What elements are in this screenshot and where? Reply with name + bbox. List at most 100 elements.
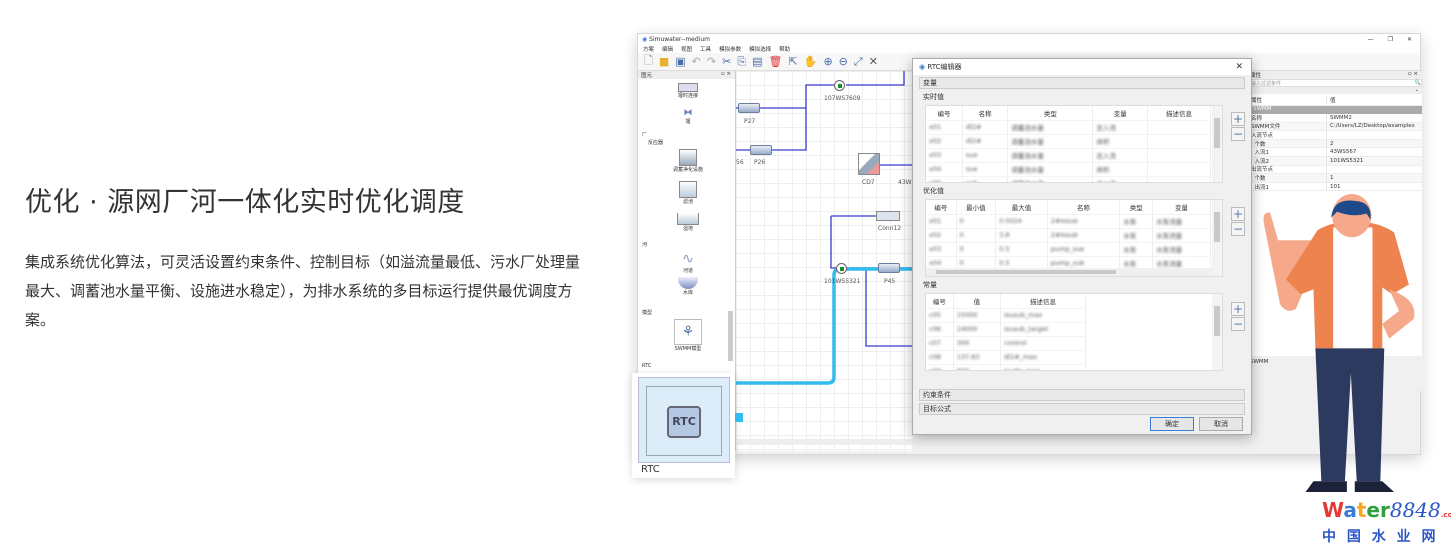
panel-scrollbar[interactable] bbox=[728, 311, 733, 361]
ok-button[interactable]: 确定 bbox=[1150, 417, 1194, 431]
element-item[interactable]: 湿地 bbox=[658, 213, 718, 232]
table-scrollbar[interactable] bbox=[1212, 294, 1222, 370]
table-h-scrollbar[interactable] bbox=[926, 268, 1214, 276]
new-file-icon[interactable]: 🗋 bbox=[644, 54, 653, 67]
model-canvas[interactable]: 107WS7609 P27 P26 56 CD7 43W Conn12 101W… bbox=[736, 71, 912, 451]
panel-pin-close-icon[interactable]: ▫ × bbox=[720, 71, 731, 77]
property-row[interactable]: 入流节点 bbox=[1247, 130, 1422, 140]
group-plant[interactable]: 厂 bbox=[642, 132, 648, 138]
pipe-element[interactable] bbox=[878, 263, 900, 273]
open-folder-icon[interactable]: ■ bbox=[658, 55, 670, 68]
settings-tools-icon[interactable]: ✕ bbox=[868, 55, 878, 68]
group-rtc[interactable]: RTC bbox=[642, 363, 652, 369]
element-label: CD7 bbox=[862, 179, 875, 186]
junction-node[interactable] bbox=[836, 263, 847, 274]
zoom-in-icon[interactable]: ⊕ bbox=[823, 55, 833, 68]
table-row[interactable]: c09800isudis_max bbox=[926, 363, 1086, 370]
table-cell: 0 bbox=[956, 227, 997, 242]
table-row[interactable]: x05sub调蓄池水量总入流 bbox=[926, 175, 1211, 182]
maximize-button[interactable]: ❐ bbox=[1387, 35, 1393, 43]
element-item[interactable]: 调蓄净化设施 bbox=[658, 149, 718, 173]
outlet-element[interactable] bbox=[858, 153, 880, 175]
minimize-button[interactable]: — bbox=[1367, 35, 1374, 43]
remove-realtime-button[interactable]: − bbox=[1231, 127, 1245, 141]
property-value: 2 bbox=[1330, 140, 1334, 147]
paste-icon[interactable]: ▤ bbox=[752, 55, 763, 68]
menu-tools[interactable]: 工具 bbox=[700, 46, 712, 53]
menu-view[interactable]: 视图 bbox=[681, 46, 693, 53]
category-dropdown[interactable]: ⌄ bbox=[1247, 87, 1422, 94]
cancel-button[interactable]: 取消 bbox=[1199, 417, 1243, 431]
remove-constant-button[interactable]: − bbox=[1231, 317, 1245, 331]
table-scrollbar[interactable] bbox=[1212, 106, 1222, 182]
fit-view-icon[interactable]: ⤢ bbox=[853, 54, 863, 68]
menu-edit[interactable]: 编辑 bbox=[662, 46, 674, 53]
add-realtime-button[interactable]: + bbox=[1231, 112, 1245, 126]
pan-hand-icon[interactable]: ✋ bbox=[803, 55, 818, 68]
dialog-close-icon[interactable]: ✕ bbox=[1235, 62, 1243, 72]
variables-section[interactable]: 变量 bbox=[919, 77, 1245, 89]
menu-sim-select[interactable]: 模拟选择 bbox=[749, 46, 772, 53]
add-constant-button[interactable]: + bbox=[1231, 302, 1245, 316]
connector-element[interactable] bbox=[876, 211, 900, 221]
element-item[interactable]: 滤池 bbox=[658, 181, 718, 205]
menu-help[interactable]: 帮助 bbox=[779, 46, 791, 53]
pipe-element[interactable] bbox=[738, 103, 760, 113]
property-search-input[interactable]: 输入过滤条件🔍 bbox=[1247, 79, 1422, 87]
close-button[interactable]: ✕ bbox=[1406, 35, 1412, 43]
menu-scheme[interactable]: 方案 bbox=[643, 46, 655, 53]
table-scrollbar[interactable] bbox=[1212, 200, 1222, 276]
group-model[interactable]: 模型 bbox=[642, 310, 653, 316]
property-row[interactable]: 出流节点 bbox=[1247, 165, 1422, 175]
junction-node[interactable] bbox=[834, 80, 845, 91]
save-icon[interactable]: ▣ bbox=[675, 55, 686, 68]
element-item[interactable]: ⧓堰 bbox=[658, 108, 718, 125]
add-optimized-button[interactable]: + bbox=[1231, 207, 1245, 221]
remove-optimized-button[interactable]: − bbox=[1231, 222, 1245, 236]
undo-icon[interactable]: ↶ bbox=[691, 55, 701, 68]
rtc-element-callout[interactable]: RTC RTC bbox=[632, 373, 735, 478]
select-icon[interactable]: ⇱ bbox=[788, 55, 798, 68]
table-cell: pump_sub bbox=[1047, 255, 1121, 270]
group-river[interactable]: 河 bbox=[642, 242, 648, 248]
constraints-section[interactable]: 约束条件 bbox=[919, 389, 1245, 401]
panel-pin-close-icon[interactable]: ▫ × bbox=[1407, 71, 1418, 77]
element-item[interactable]: ⚘SWMM模型 bbox=[658, 319, 718, 352]
pipe-label: P27 bbox=[744, 118, 756, 125]
cut-icon[interactable]: ✂ bbox=[722, 55, 732, 68]
element-item[interactable]: 水库 bbox=[658, 277, 718, 296]
search-icon[interactable]: 🔍 bbox=[1414, 80, 1421, 86]
redo-icon[interactable]: ↷ bbox=[706, 55, 717, 68]
property-value: SWMM2 bbox=[1330, 114, 1352, 121]
zoom-out-icon[interactable]: ⊖ bbox=[838, 55, 848, 68]
menu-sim-params[interactable]: 模拟参数 bbox=[719, 46, 742, 53]
pipe-element[interactable] bbox=[750, 145, 772, 155]
group-reactor[interactable]: 反应器 bbox=[648, 140, 664, 146]
element-item[interactable]: ∿河道 bbox=[658, 251, 718, 274]
delete-icon[interactable]: 🗑 bbox=[768, 55, 783, 68]
element-item[interactable]: 堰时连接 bbox=[658, 83, 718, 99]
table-cell: dl2# bbox=[962, 119, 1009, 134]
canvas-h-scrollbar[interactable] bbox=[736, 439, 912, 445]
objective-section[interactable]: 目标公式 bbox=[919, 403, 1245, 415]
copy-icon[interactable]: ⎘ bbox=[737, 54, 747, 68]
